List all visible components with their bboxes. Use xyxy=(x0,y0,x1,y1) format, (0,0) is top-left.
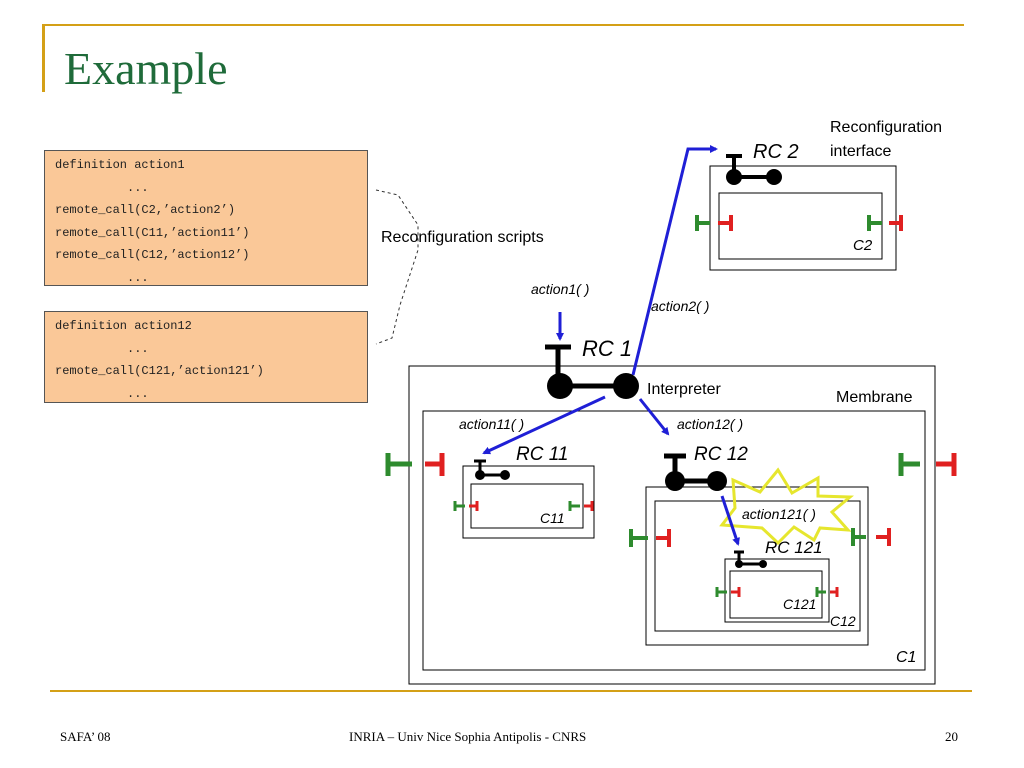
c121-server-interface-right xyxy=(815,587,826,597)
script-box-action12: definition action12 ... remote_call(C121… xyxy=(44,311,368,403)
script-line: definition action1 xyxy=(55,158,185,172)
c11-server-interface-left xyxy=(453,501,465,511)
action11-arrow xyxy=(482,395,606,455)
c12-server-interface-left xyxy=(629,529,648,547)
footer-center: INRIA – Univ Nice Sophia Antipolis - CNR… xyxy=(349,729,587,744)
action2-label: action2( ) xyxy=(651,298,710,314)
c1-server-interface-left xyxy=(385,453,412,476)
scripts-bracket xyxy=(375,189,419,345)
action121-arrow xyxy=(720,495,740,546)
c121-content-box xyxy=(729,570,823,619)
action1-label: action1( ) xyxy=(531,281,590,297)
c1-label: C1 xyxy=(896,649,917,666)
c12-server-interface-right xyxy=(851,528,866,546)
c1-content-box xyxy=(422,410,926,671)
c12-label: C12 xyxy=(830,613,856,629)
rc1-component xyxy=(545,344,639,399)
action11-label: action11( ) xyxy=(459,416,525,432)
c2-server-interface-right xyxy=(867,215,882,231)
action12-label: action12( ) xyxy=(677,416,744,432)
rc12-component xyxy=(664,453,727,491)
c121-client-interface-left xyxy=(731,587,741,597)
reconfiguration-scripts-label: Reconfiguration scripts xyxy=(381,229,544,246)
rc121-label: RC 121 xyxy=(765,538,823,557)
c121-membrane-box xyxy=(724,558,830,623)
rc1-label: RC 1 xyxy=(582,336,633,361)
c2-label: C2 xyxy=(853,237,873,254)
c11-label: C11 xyxy=(540,510,565,526)
c11-membrane-box xyxy=(462,465,595,539)
c12-client-interface-right xyxy=(876,528,891,546)
rc11-label: RC 11 xyxy=(516,444,569,465)
script-box-action1: definition action1 ... remote_call(C2,’a… xyxy=(44,150,368,286)
c121-client-interface-right xyxy=(830,587,839,597)
c1-client-interface-left xyxy=(425,453,445,476)
rc2-component xyxy=(726,154,782,185)
title-vertical-rule xyxy=(42,24,45,92)
footer-left: SAFA’ 08 xyxy=(60,729,111,744)
c11-client-interface-left xyxy=(469,501,479,511)
c2-client-interface-right xyxy=(889,215,903,231)
script-line: ... xyxy=(55,341,149,356)
script-line: ... xyxy=(55,180,149,195)
c1-server-interface-right xyxy=(898,453,920,476)
membrane-box xyxy=(408,365,936,685)
c2-membrane-box xyxy=(709,165,897,271)
reconfiguration-interface-label-1: Reconfiguration xyxy=(830,119,943,136)
reconfiguration-interface-label-2: interface xyxy=(830,143,892,160)
script-line: definition action12 xyxy=(55,319,192,333)
c2-content-box xyxy=(718,192,883,260)
page-number: 20 xyxy=(945,729,958,744)
c11-content-box xyxy=(470,483,584,529)
rc121-component xyxy=(734,550,767,568)
c12-content-box xyxy=(654,500,861,632)
slide-title: Example xyxy=(64,43,228,94)
c121-server-interface-left xyxy=(715,587,727,597)
membrane-label: Membrane xyxy=(836,389,913,406)
script-line: remote_call(C121,’action121’) xyxy=(55,364,264,378)
c11-client-interface-right xyxy=(584,501,594,511)
script-line: remote_call(C11,’action11’) xyxy=(55,225,250,240)
c1-client-interface-right xyxy=(936,453,957,476)
script-line: ... xyxy=(55,386,149,401)
interpreter-label: Interpreter xyxy=(647,381,721,398)
c11-server-interface-right xyxy=(568,501,580,511)
rc11-component xyxy=(474,459,510,480)
action2-arrow xyxy=(631,145,718,376)
reconfiguration-burst xyxy=(719,467,854,546)
c2-server-interface-left xyxy=(695,215,710,231)
c121-label: C121 xyxy=(783,596,817,612)
script-line: ... xyxy=(55,270,149,285)
footer-rule xyxy=(50,690,972,692)
action121-label: action121( ) xyxy=(742,506,816,522)
action12-arrow xyxy=(638,398,670,436)
script-line: remote_call(C12,’action12’) xyxy=(55,248,250,262)
rc12-label: RC 12 xyxy=(694,444,748,465)
c12-membrane-box xyxy=(645,486,869,646)
title-top-rule xyxy=(42,24,964,26)
c2-client-interface-left xyxy=(718,215,733,231)
script-line: remote_call(C2,’action2’) xyxy=(55,203,236,217)
rc2-label: RC 2 xyxy=(753,141,799,163)
c12-client-interface-left xyxy=(656,529,671,547)
